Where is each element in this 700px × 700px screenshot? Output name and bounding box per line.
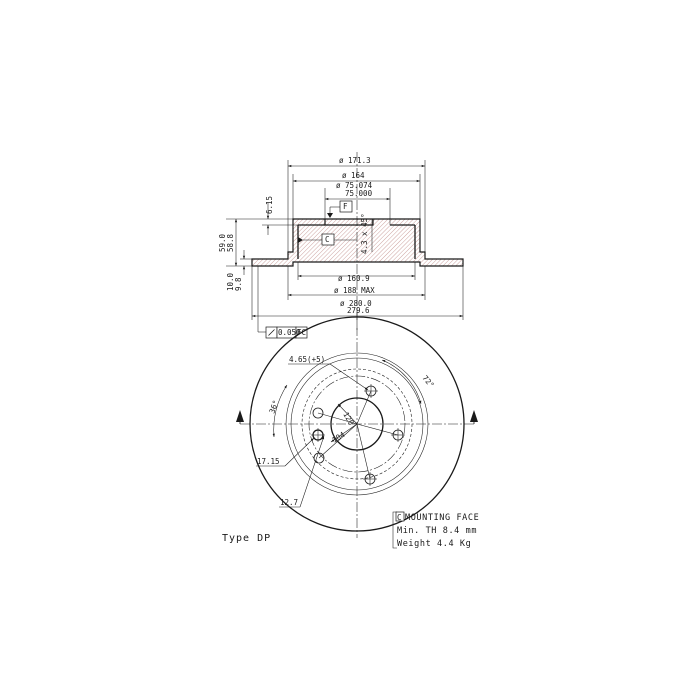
mounting-marker-box: [395, 511, 405, 522]
datum-c-label: C: [325, 235, 330, 244]
section-arrow-right-icon: [470, 410, 478, 422]
bolt-holes: [311, 384, 405, 486]
dim-angle-36: 36°: [267, 384, 288, 438]
chamfer-label: 4.3 x 45°: [360, 213, 369, 254]
datum-f-label: F: [343, 202, 348, 211]
dim-chamfer: 4.3 x 45°: [360, 213, 373, 254]
dim-164-label: ø 164: [342, 171, 365, 180]
dim-height-59: 59.0 58.8: [218, 218, 293, 267]
dim-12-7-label: 12.7: [280, 498, 298, 507]
dim-75: ø 75.074 75.000: [324, 181, 391, 213]
dim-6-15: 6.15: [262, 196, 298, 235]
weight-note: Weight 4.4 Kg: [397, 539, 471, 549]
angle-36-label: 36°: [267, 399, 280, 415]
notes-bracket: [392, 511, 397, 549]
runout-arrow-icon: [268, 329, 275, 336]
section-arrows: [236, 410, 478, 424]
dim-75-074-label: ø 75.074: [336, 181, 373, 190]
mounting-face-note: MOUNTING FACE: [405, 513, 479, 523]
dim-188-max-label: ø 188 MAX: [334, 286, 375, 295]
dim-58-8-label: 58.8: [226, 233, 235, 252]
section-arrow-left-icon: [236, 410, 244, 422]
dim-17-15: 17.15: [256, 437, 315, 467]
dim-280: ø 280.0 279.6: [251, 266, 464, 320]
dim-hub-104: 104: [330, 423, 358, 445]
disc-cross-section: [251, 213, 464, 267]
runout-tolerance: 0.050 FC: [257, 266, 308, 339]
dim-160-9: ø 160.9: [297, 262, 416, 283]
dim-10-0-label: 10.0: [226, 272, 235, 291]
front-view: 4.65(+5) 72° 36° 120 104 17.15: [236, 310, 478, 538]
pcd-120-label: 120: [341, 411, 356, 428]
dim-188-max: ø 188 MAX: [287, 266, 426, 300]
dim-279-6-label: 279.6: [347, 306, 370, 315]
bolt-hole: [312, 407, 324, 419]
hole-position-label: 4.65(+5): [289, 355, 325, 364]
datum-c: C: [298, 233, 357, 246]
dim-171-3-label: ø 171.3: [339, 156, 371, 165]
dim-17-15-label: 17.15: [257, 457, 280, 466]
dim-thickness-10: 10.0 9.8: [226, 250, 252, 291]
bolt-hole: [313, 452, 325, 464]
mounting-marker: C: [397, 513, 402, 522]
dim-9-8-label: 9.8: [234, 277, 243, 291]
dim-hole-position: 4.65(+5): [288, 355, 369, 391]
datum-f: F: [327, 200, 353, 218]
section-view: ø 171.3 ø 164 ø 75.074 75.000 F: [218, 152, 464, 339]
dim-59-0-label: 59.0: [218, 233, 227, 252]
notes-block: C MOUNTING FACE Min. TH 8.4 mm Weight 4.…: [392, 511, 479, 549]
dim-280-0-label: ø 280.0: [340, 299, 372, 308]
angle-72-label: 72°: [420, 374, 436, 390]
dim-6-15-label: 6.15: [265, 196, 274, 214]
dim-171-3: ø 171.3: [287, 156, 426, 252]
type-label: Type DP: [222, 533, 271, 544]
dim-pcd-120: 120: [337, 403, 358, 428]
min-thickness-note: Min. TH 8.4 mm: [397, 526, 477, 536]
dim-160-9-label: ø 160.9: [338, 274, 370, 283]
dim-12-7: 12.7: [279, 435, 325, 508]
dim-75-000-label: 75.000: [345, 189, 373, 198]
dim-164: ø 164: [292, 171, 421, 219]
runout-tolerance-value: 0.050: [278, 328, 301, 337]
